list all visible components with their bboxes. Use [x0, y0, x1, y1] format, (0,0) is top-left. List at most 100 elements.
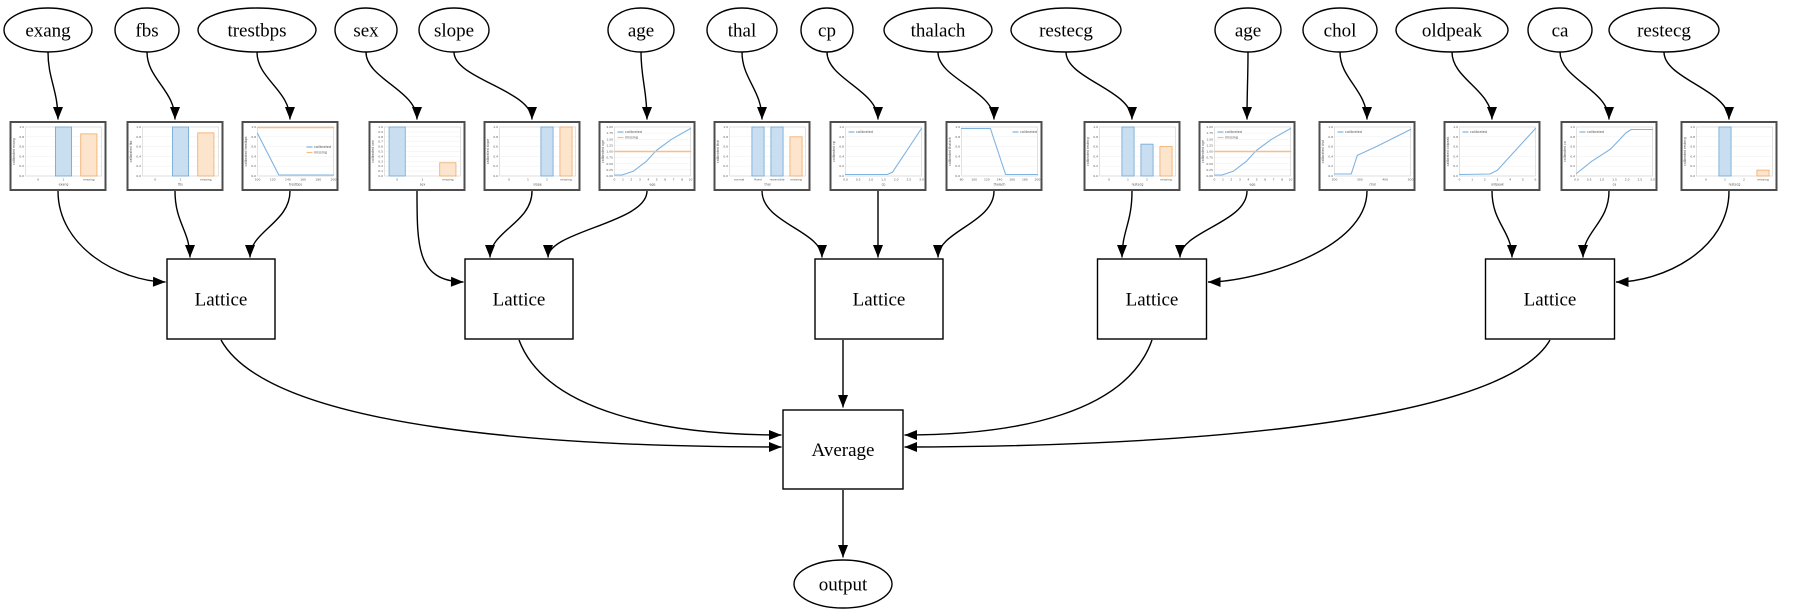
ytick-label: 0.6: [251, 145, 256, 149]
feature-node-exang-0: exang: [3, 7, 93, 53]
chart-xlabel: thalach: [994, 183, 1006, 187]
chart-frame: [1443, 121, 1541, 191]
ytick-label: 0.0: [1093, 174, 1098, 178]
xtick-label: missing: [790, 178, 802, 182]
chart-ylabel: calibrated exang: [12, 138, 16, 165]
chart-frame: [1318, 121, 1416, 191]
edge-cp-7-to-chart: [826, 51, 883, 120]
lattice-node-2: Lattice: [464, 258, 574, 340]
ytick-label: 1.0: [1328, 125, 1333, 129]
ytick-label: 0.6: [955, 145, 960, 149]
ytick-label: 0.50: [606, 162, 613, 166]
line-calibrated: [960, 127, 1039, 176]
xtick-label: 8: [681, 178, 683, 182]
chart-legend: calibrated: [1579, 130, 1604, 134]
lattice-box-3: [814, 258, 944, 340]
ytick-label: 0.2: [839, 164, 844, 168]
xtick-label: 2.0: [894, 178, 899, 182]
ytick-label: 1.0: [1690, 125, 1695, 129]
feature-label: restecg: [1637, 21, 1691, 42]
lattice-box-2: [464, 258, 574, 340]
edge-lattice-4-to-average: [904, 339, 1153, 440]
xtick-label: 7: [673, 178, 675, 182]
xtick-label: missing: [200, 178, 212, 182]
feature-ellipse-slope-4: [418, 7, 490, 53]
bar-missing: [559, 126, 573, 177]
chart-plot-area: [1334, 126, 1411, 177]
feature-ellipse-age-10: [1214, 7, 1282, 53]
ytick-label: 0.50: [1206, 162, 1213, 166]
feature-ellipse-restecg-14: [1608, 7, 1720, 53]
feature-ellipse-restecg-9: [1010, 7, 1122, 53]
edge-restecg-9-to-chart: [1065, 51, 1137, 120]
bar-calibrated: [540, 126, 554, 177]
xtick-label: 10: [689, 178, 693, 182]
xtick-label: 0.0: [1574, 178, 1579, 182]
xtick-label: normal: [734, 178, 745, 182]
ytick-label: 0.4: [1093, 154, 1098, 158]
ytick-label: 0.9: [378, 130, 383, 134]
feature-label: fbs: [135, 21, 158, 42]
xtick-label: 1: [622, 178, 624, 182]
ytick-label: 1.0: [1093, 125, 1098, 129]
chart-xlabel: age: [1250, 183, 1256, 187]
xtick-label: 2: [1484, 178, 1486, 182]
line-calibrated: [613, 127, 692, 176]
ytick-label: 1.0: [136, 125, 141, 129]
chart-ylabel: calibrated thalach: [948, 137, 952, 166]
edge-chart-oldpeak-to-lattice-5: [1491, 190, 1517, 258]
ytick-label: 1.75: [606, 131, 613, 135]
edge-lattice-5-to-average: [904, 339, 1551, 452]
chart-xlabel: restecg: [1729, 183, 1741, 187]
ytick-label: 0.75: [1206, 156, 1213, 160]
chart-xlabel: exang: [59, 183, 69, 187]
xtick-label: 140: [285, 178, 291, 182]
xtick-label: 140: [997, 178, 1003, 182]
chart-plot-area: [1099, 126, 1176, 177]
ytick-label: 0.0: [251, 174, 256, 178]
xtick-label: 4: [647, 178, 649, 182]
lattice-node-1: Lattice: [166, 258, 276, 340]
output-ellipse: [793, 559, 893, 609]
xtick-label: 2.0: [1625, 178, 1630, 182]
xtick-label: 5: [656, 178, 658, 182]
xtick-label: 3.0: [1650, 178, 1655, 182]
ytick-label: 2.00: [1206, 125, 1213, 129]
xtick-label: 400: [1382, 178, 1388, 182]
ytick-label: 0.8: [1570, 135, 1575, 139]
ytick-label: 0.2: [1690, 164, 1695, 168]
chart-frame: [945, 121, 1043, 191]
legend-label-calibrated: calibrated: [1020, 130, 1037, 134]
chart-ylabel: calibrated oldpeak: [1446, 137, 1450, 167]
feature-node-sex-3: sex: [334, 7, 398, 53]
xtick-label: 80: [960, 178, 964, 182]
feature-label: exang: [25, 21, 71, 42]
ytick-label: 0.6: [1328, 145, 1333, 149]
feature-ellipse-ca-13: [1527, 7, 1593, 53]
xtick-label: 0.5: [856, 178, 861, 182]
chart-plot-area: [729, 126, 806, 177]
ytick-label: 0.4: [1690, 154, 1695, 158]
feature-node-slope-4: slope: [418, 7, 490, 53]
feature-ellipse-oldpeak-12: [1395, 7, 1509, 53]
ytick-label: 0.6: [723, 145, 728, 149]
feature-label: sex: [353, 21, 379, 42]
xtick-label: 1: [422, 178, 424, 182]
ytick-label: 0.0: [1570, 174, 1575, 178]
ytick-label: 0.2: [1570, 164, 1575, 168]
chart-frame: [368, 121, 466, 191]
ytick-label: 0.8: [1690, 135, 1695, 139]
xtick-label: 1: [180, 178, 182, 182]
edge-chart-ca-to-lattice-5: [1578, 190, 1610, 258]
ytick-label: 1.0: [251, 125, 256, 129]
chart-plot-area: [1459, 126, 1536, 177]
ytick-label: 0.6: [136, 145, 141, 149]
edge-thal-6-to-chart: [741, 51, 767, 120]
edge-chart-thalach-to-lattice-3: [933, 190, 995, 258]
